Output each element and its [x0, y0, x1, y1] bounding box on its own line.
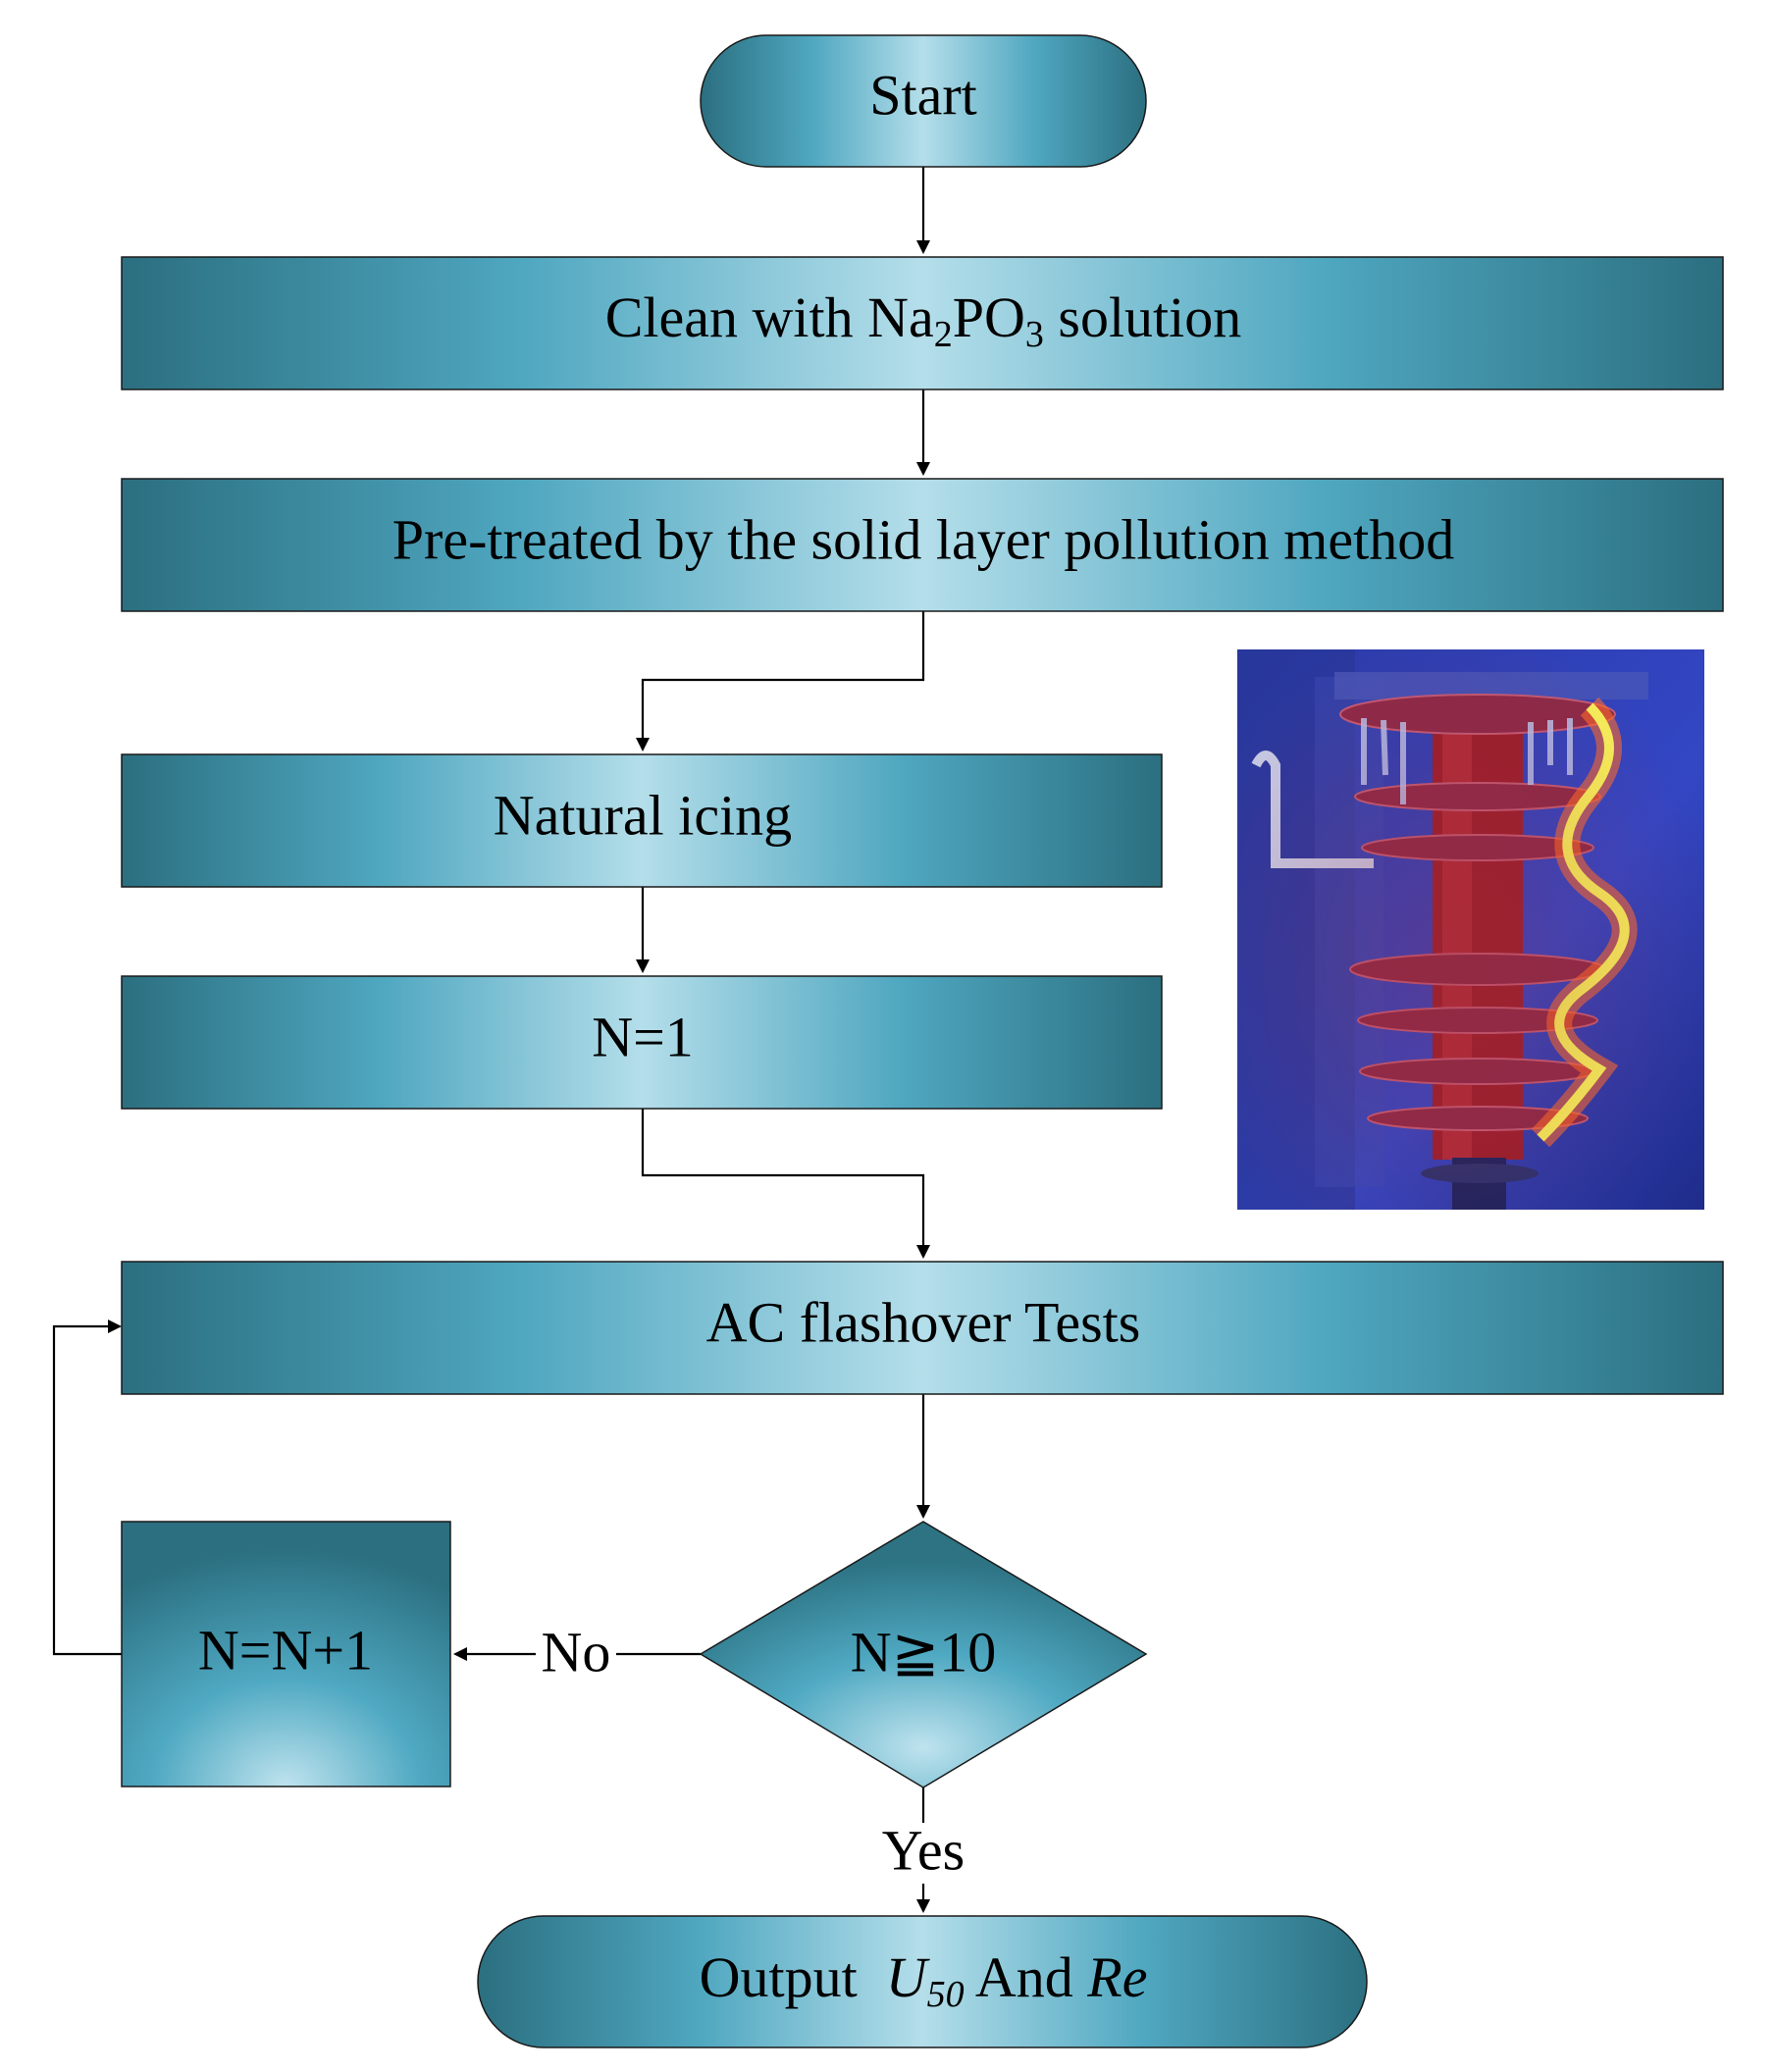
node-start-label: Start — [869, 63, 977, 127]
edges — [52, 167, 930, 1913]
node-clean: Clean with Na2PO3 solution — [121, 256, 1724, 390]
insulator-flashover-photo — [1237, 649, 1704, 1210]
node-increment-label: N=N+1 — [198, 1618, 373, 1682]
node-output: Output U50 And Re — [477, 1915, 1368, 2048]
no-label-bg — [536, 1623, 616, 1685]
node-icing: Natural icing — [121, 753, 1163, 888]
node-test: AC flashover Tests — [121, 1261, 1724, 1395]
node-output-label: Output U50 And Re — [700, 1945, 1148, 2014]
edge-init-to-test — [641, 1109, 930, 1259]
node-start: Start — [700, 34, 1147, 168]
edge-pretreat-to-icing — [636, 611, 925, 751]
node-icing-label: Natural icing — [494, 783, 792, 847]
edge-label-no: No — [542, 1620, 611, 1684]
node-init-label: N=1 — [592, 1005, 694, 1068]
node-decision-label: N≧10 — [851, 1620, 996, 1684]
node-clean-label: Clean with Na2PO3 solution — [605, 285, 1242, 354]
node-test-label: AC flashover Tests — [706, 1290, 1141, 1354]
node-increment: N=N+1 — [121, 1521, 451, 1787]
node-decision: N≧10 — [699, 1521, 1148, 1788]
edge-label-yes: Yes — [882, 1818, 965, 1882]
edge-increment-to-test — [52, 1320, 122, 1656]
node-pretreat-label: Pre-treated by the solid layer pollution… — [392, 507, 1454, 571]
node-init: N=1 — [121, 975, 1163, 1110]
node-pretreat: Pre-treated by the solid layer pollution… — [121, 478, 1724, 612]
